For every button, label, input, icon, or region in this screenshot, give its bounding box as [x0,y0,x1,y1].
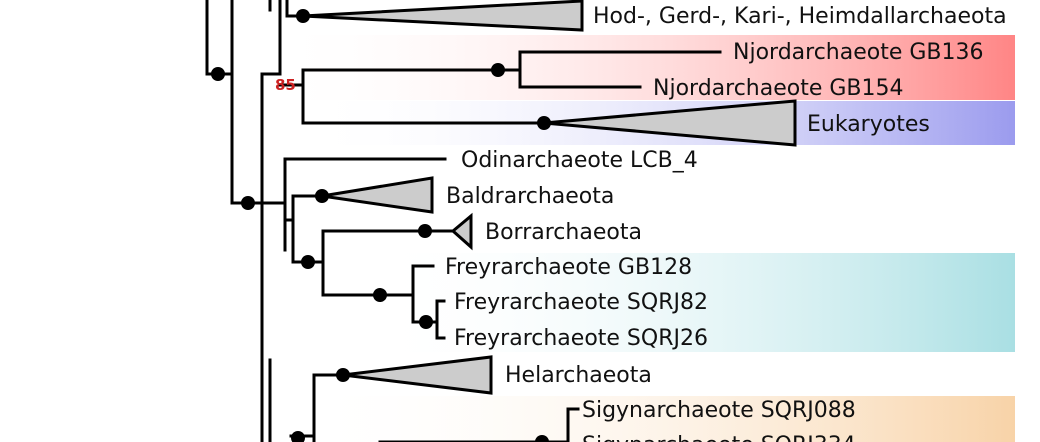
node-baldr [315,189,329,203]
support-nodes [211,9,551,442]
label-eukaryotes: Eukaryotes [807,112,930,137]
node-backbone-2 [241,196,255,210]
label-freyr-sqrj82: Freyrarchaeote SQRJ82 [454,290,708,315]
label-njord-gb154: Njordarchaeote GB154 [653,76,904,101]
freyr-clade-band [370,253,1015,352]
node-sigyn-root [291,431,305,442]
sigyn-clade-band [300,396,1015,442]
label-odin-lcb4: Odinarchaeote LCB_4 [461,148,698,173]
eukaryote-collapsed-clade [543,99,797,147]
node-njord [491,63,505,77]
label-sigyn-sqrj334: Sigynarchaeote SQRJ334 [582,433,856,442]
node-borr [418,224,432,238]
node-backbone-1 [211,67,225,81]
hod-collapsed-clade [302,0,584,32]
collapsed-clades [302,0,797,395]
label-freyr-sqrj26: Freyrarchaeote SQRJ26 [454,326,708,351]
njord-clade-band [270,35,1015,100]
borr-collapsed-clade [450,212,473,251]
node-lower [301,255,315,269]
node-freyr-sqrj [419,315,433,329]
node-freyr [373,288,387,302]
label-borr: Borrarchaeota [485,220,642,245]
label-njord-gb136: Njordarchaeote GB136 [733,40,984,65]
hel-collapsed-clade [342,355,493,395]
node-hod [296,9,310,23]
node-hel [336,368,350,382]
label-sigyn-sqrj088: Sigynarchaeote SQRJ088 [582,398,856,423]
tree-branches [205,0,722,442]
label-freyr-gb128: Freyrarchaeote GB128 [445,255,692,280]
node-sigyn [535,435,549,442]
node-eukaryote [537,116,551,130]
label-hod-gerd-kari-heimdall: Hod-, Gerd-, Kari-, Heimdallarchaeota [593,4,1007,29]
support-value-85: 85 [275,76,296,94]
taxon-labels: Hod-, Gerd-, Kari-, Heimdallarchaeota Nj… [445,4,1007,442]
label-hel: Helarchaeota [505,363,652,388]
label-baldr: Baldrarchaeota [446,184,614,209]
baldr-collapsed-clade [321,176,434,214]
